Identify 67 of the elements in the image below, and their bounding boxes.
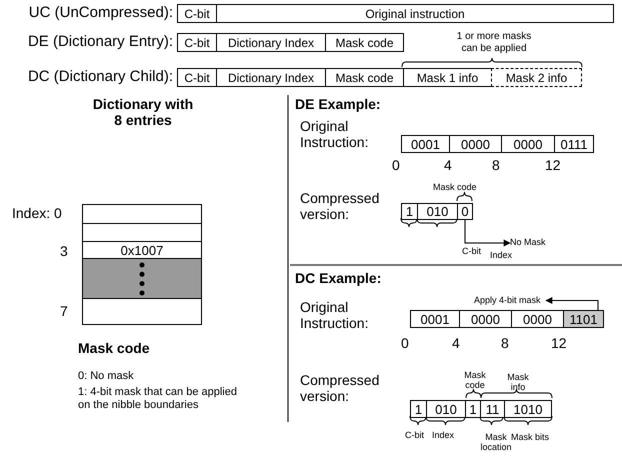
bit-cell: 0000	[511, 310, 564, 328]
annotation-text: 1 or more masks can be applied	[456, 31, 532, 54]
annotation-text: Compressed version:	[300, 190, 380, 222]
annotation-text: Apply 4-bit mask	[474, 295, 546, 306]
row-index: 7	[60, 303, 69, 320]
bit-position: 0	[401, 335, 410, 352]
format-field: Original instruction	[216, 4, 614, 23]
format-field: Mask 2 info	[491, 68, 582, 87]
bit-cell: 1	[410, 400, 427, 418]
row-index: 3	[60, 243, 69, 260]
annotation-text: Index	[432, 430, 456, 440]
format-field: C-bit	[177, 33, 217, 52]
format-field: Mask code	[325, 68, 404, 87]
format-field: C-bit	[177, 68, 217, 87]
bit-cell: 0001	[410, 310, 460, 328]
section-heading: DC Example:	[295, 270, 382, 286]
legend-note: 1: 4-bit mask that can be applied on the nibble boundaries	[78, 386, 238, 412]
section-heading: Mask code	[78, 340, 151, 356]
bit-cell: 0111	[554, 135, 594, 153]
bit-cell: 0000	[501, 135, 555, 153]
dictionary-row	[82, 223, 202, 242]
bit-position: 0	[392, 157, 401, 174]
annotation-text: Mask code	[433, 182, 478, 192]
section-heading: DE Example:	[295, 96, 382, 112]
arrow	[545, 297, 598, 310]
bit-position: 12	[551, 335, 568, 352]
annotation-text: Compressed version:	[300, 372, 380, 404]
bit-position: 12	[545, 157, 562, 174]
bit-cell: 1	[465, 400, 481, 418]
format-field: Mask 1 info	[403, 68, 492, 87]
bit-position: 8	[501, 335, 510, 352]
format-label: DC (Dictionary Child):	[26, 68, 173, 86]
bit-position: 4	[452, 335, 461, 352]
bit-cell: 0001	[401, 135, 450, 153]
bit-cell: 0000	[459, 310, 512, 328]
bit-cell: 11	[480, 400, 505, 418]
format-label: DE (Dictionary Entry):	[26, 33, 173, 50]
section-heading: Dictionary with 8 entries	[92, 96, 194, 128]
format-field: Dictionary Index	[216, 68, 326, 87]
annotation-text: Mask bits	[510, 432, 550, 442]
bit-cell: 010	[417, 203, 458, 220]
annotation-text: Original Instruction:	[300, 299, 370, 332]
dictionary-row	[82, 258, 202, 299]
annotation-text: Original Instruction:	[300, 118, 370, 150]
bit-cell: 010	[426, 400, 466, 418]
format-field: Dictionary Index	[216, 33, 326, 52]
bit-cell: 1010	[504, 400, 552, 418]
bit-position: 4	[444, 157, 453, 174]
annotation-text: Mask code	[463, 370, 487, 391]
format-label: UC (UnCompressed):	[28, 4, 173, 22]
dictionary-row: 0x1007	[82, 241, 202, 259]
bit-cell: 0000	[449, 135, 502, 153]
dictionary-row	[82, 298, 202, 325]
annotation-text: Index	[490, 250, 514, 260]
dictionary-row	[82, 204, 202, 224]
format-field: Mask code	[325, 33, 404, 52]
legend-note: 0: No mask	[78, 370, 135, 383]
arrow	[464, 220, 511, 246]
format-field: C-bit	[177, 4, 217, 23]
annotation-text: C-bit	[462, 246, 482, 256]
bit-cell: 0	[457, 203, 473, 220]
row-index: Index: 0	[12, 205, 63, 222]
bit-cell: 1	[401, 203, 418, 220]
annotation-text: Mask info	[506, 372, 530, 393]
bit-position: 8	[492, 157, 501, 174]
annotation-text: No Mask	[510, 236, 548, 248]
bit-cell: 1101	[563, 310, 604, 328]
